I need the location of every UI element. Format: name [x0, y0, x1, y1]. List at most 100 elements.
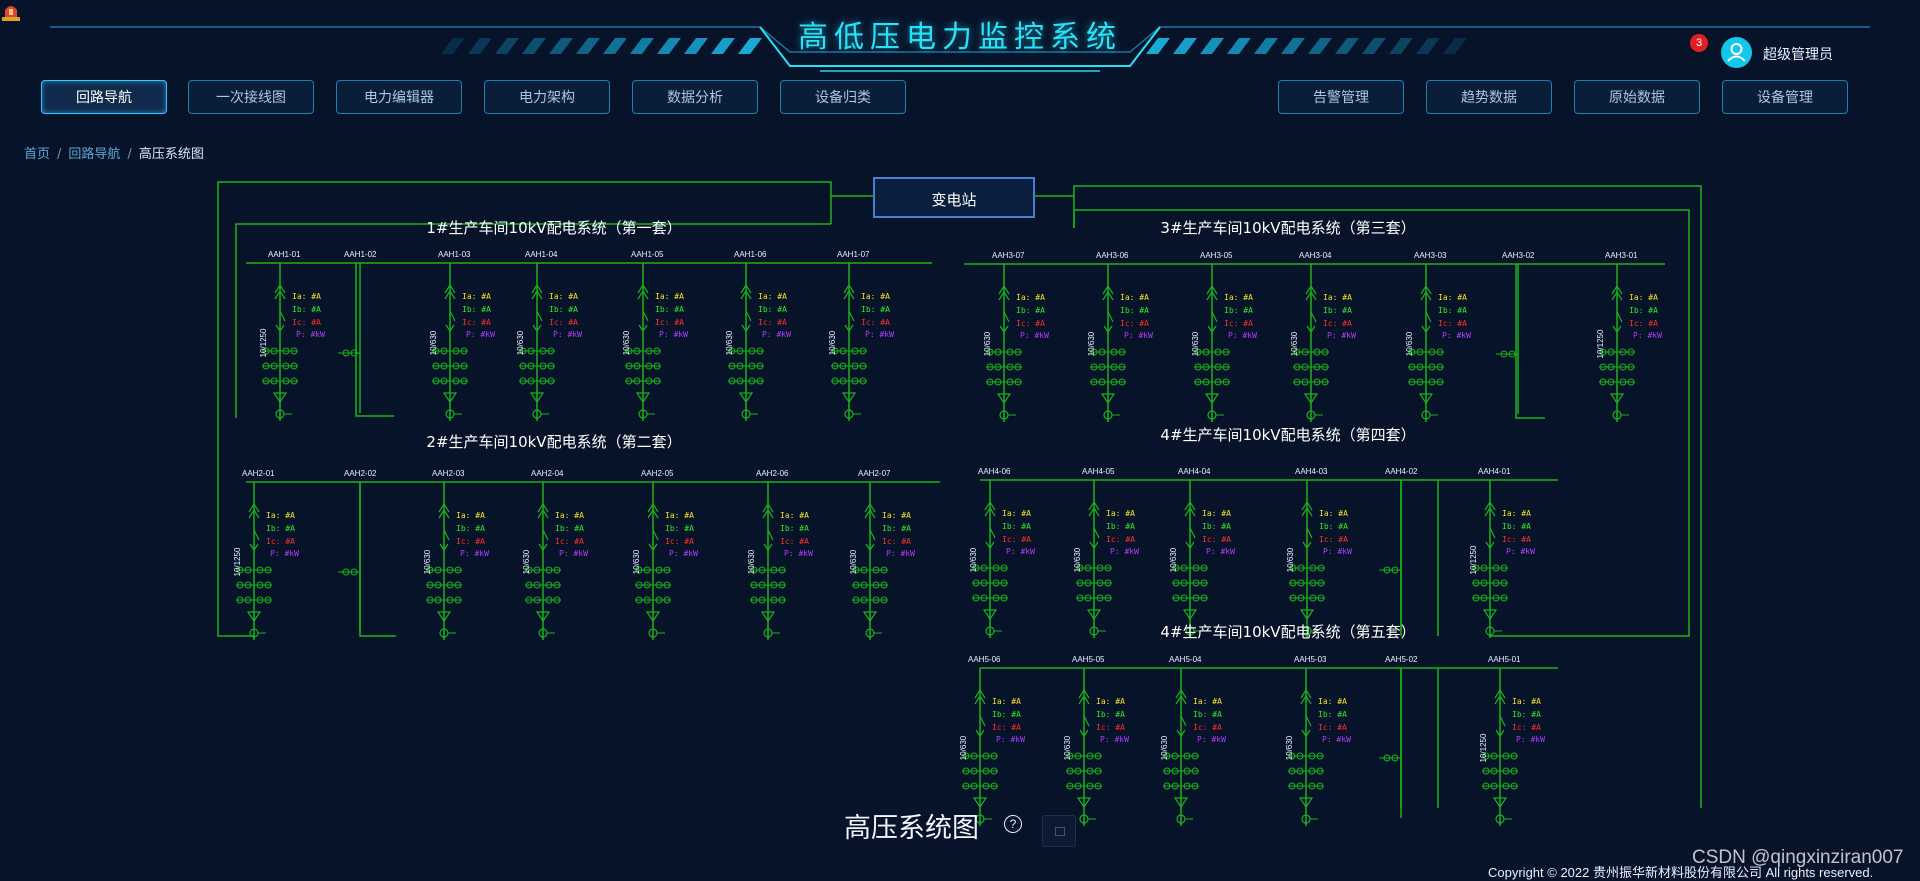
ib-value: Ib: #A	[1224, 306, 1253, 315]
fullscreen-button[interactable]	[1042, 815, 1076, 847]
ct-symbol	[756, 362, 764, 370]
nav-button[interactable]: 趋势数据	[1426, 80, 1552, 114]
ct-symbol	[633, 377, 641, 385]
ct-symbol	[994, 363, 1002, 371]
trunk-line	[1489, 418, 1690, 637]
rating-label: 10/630	[725, 330, 734, 355]
switch-symbol	[1485, 541, 1495, 550]
fullscreen-icon	[1055, 827, 1065, 836]
ct-symbol	[851, 362, 859, 370]
ia-value: Ia: #A	[1016, 293, 1045, 302]
alarm-light-icon[interactable]	[0, 0, 22, 22]
ct-symbol	[1297, 579, 1305, 587]
rating-label: 10/630	[983, 331, 992, 356]
ct-symbol	[736, 347, 744, 355]
p-value: P: #kW	[1442, 331, 1471, 340]
ia-value: Ia: #A	[549, 292, 578, 301]
ct-symbol	[1500, 564, 1508, 572]
switch-symbol	[1103, 325, 1113, 334]
ct-symbol	[1301, 363, 1309, 371]
ct-symbol	[1296, 782, 1304, 790]
ct-symbol	[770, 566, 778, 574]
p-value: P: #kW	[784, 549, 813, 558]
ct-symbol	[519, 347, 527, 355]
ct-symbol	[990, 767, 998, 775]
nav-button[interactable]: 设备归类	[780, 80, 906, 114]
nav-button[interactable]: 一次接线图	[188, 80, 314, 114]
ct-symbol	[454, 566, 462, 574]
feeder-code: AAH2-05	[641, 469, 674, 478]
ct-symbol	[986, 378, 994, 386]
breaker-symbol	[1093, 527, 1100, 539]
arrester-symbol	[529, 392, 545, 404]
help-circle-icon[interactable]: ?	[1004, 815, 1022, 833]
breadcrumb-current: 高压系统图	[138, 147, 204, 162]
ia-value: Ia: #A	[555, 511, 584, 520]
user-avatar-icon[interactable]	[1721, 37, 1752, 68]
ct-symbol	[1288, 767, 1296, 775]
switch-symbol	[1206, 284, 1218, 295]
switch-symbol	[740, 283, 752, 294]
ct-symbol	[972, 594, 980, 602]
user-name[interactable]: 超级管理员	[1763, 47, 1833, 63]
ct-symbol	[1180, 564, 1188, 572]
ct-symbol	[1482, 767, 1490, 775]
arrester-symbol	[862, 611, 878, 623]
ct-symbol	[236, 581, 244, 589]
switch-symbol	[762, 502, 774, 513]
nav-button[interactable]: 数据分析	[632, 80, 758, 114]
nav-button[interactable]: 设备管理	[1722, 80, 1848, 114]
nav-button[interactable]: 告警管理	[1278, 80, 1404, 114]
ct-symbol	[460, 362, 468, 370]
nav-button[interactable]: 回路导航	[41, 80, 167, 114]
p-value: P: #kW	[762, 330, 791, 339]
rating-label: 10/1250	[1479, 733, 1488, 762]
switch-symbol	[248, 508, 260, 519]
ct-symbol	[633, 347, 641, 355]
breadcrumb-home[interactable]: 首页	[24, 147, 51, 162]
ic-value: Ic: #A	[555, 537, 584, 546]
switch-symbol	[532, 324, 542, 333]
ct-symbol	[1416, 378, 1424, 386]
breadcrumb-parent[interactable]: 回路导航	[68, 147, 121, 162]
ct-symbol	[994, 378, 1002, 386]
switch-symbol	[1306, 325, 1316, 334]
switch-symbol	[1611, 284, 1623, 295]
nav-button[interactable]: 原始数据	[1574, 80, 1700, 114]
ct-symbol	[880, 581, 888, 589]
ct-symbol	[1222, 348, 1230, 356]
rating-label: 10/630	[1087, 331, 1096, 356]
switch-symbol	[1102, 290, 1114, 301]
ct-symbol	[1098, 348, 1106, 356]
rating-label: 10/630	[849, 549, 858, 574]
ct-symbol	[432, 362, 440, 370]
ct-symbol	[244, 581, 252, 589]
switch-symbol	[248, 502, 260, 513]
ct-symbol	[440, 377, 448, 385]
ct-symbol	[1000, 564, 1008, 572]
p-value: P: #kW	[1124, 331, 1153, 340]
ct-symbol	[1428, 378, 1436, 386]
feeder-code: AAH4-06	[978, 467, 1011, 476]
ct-symbol	[1502, 767, 1510, 775]
arrester-symbol	[1100, 393, 1116, 405]
switch-symbol	[1206, 290, 1218, 301]
ct-symbol	[1408, 363, 1416, 371]
ct-symbol	[1098, 363, 1106, 371]
ct-symbol	[533, 581, 541, 589]
nav-button[interactable]: 电力架构	[484, 80, 610, 114]
header-stripe	[1443, 38, 1467, 54]
nav-button[interactable]: 电力编辑器	[336, 80, 462, 114]
ct-symbol	[1214, 363, 1222, 371]
p-value: P: #kW	[270, 549, 299, 558]
ct-symbol	[545, 581, 553, 589]
breaker-symbol	[1305, 715, 1312, 727]
ct-symbol	[1163, 767, 1171, 775]
ic-value: Ic: #A	[1106, 535, 1135, 544]
breaker-symbol	[542, 529, 549, 541]
arrester-symbol	[1173, 797, 1189, 809]
ct-symbol	[454, 596, 462, 604]
ct-symbol	[839, 347, 847, 355]
switch-symbol	[1088, 506, 1100, 517]
ct-symbol	[1472, 579, 1480, 587]
